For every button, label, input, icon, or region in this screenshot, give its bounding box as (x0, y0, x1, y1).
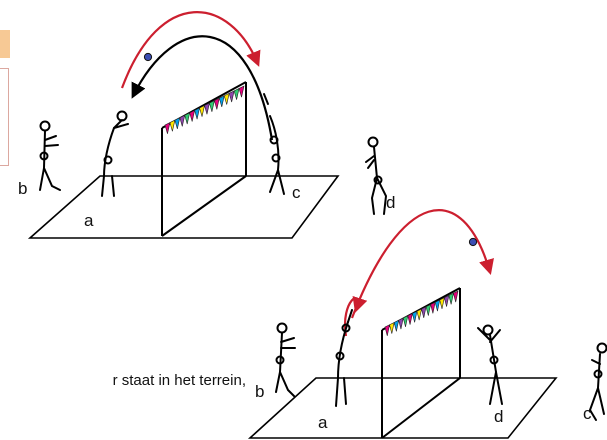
top-red-arc (120, 11, 261, 89)
bottom-net-pennant (448, 292, 454, 305)
top-net-pennant (194, 107, 200, 120)
bottom-net-pennant (434, 299, 441, 312)
bottom-net-pennant (421, 306, 427, 318)
top-net-pennant (179, 114, 186, 127)
bottom-label-b: b (255, 382, 264, 401)
top-net-pennant (184, 112, 191, 125)
bottom-red-loop (343, 295, 368, 337)
top-label-b: b (18, 179, 27, 198)
top-net-bunting (164, 85, 245, 134)
top-net-pennant (218, 95, 225, 108)
top-net-pennant (204, 102, 210, 115)
bottom-net-pennant (430, 301, 436, 314)
top-label-c: c (292, 183, 301, 202)
top-player-c (263, 93, 285, 195)
top-net-pennant (164, 122, 171, 134)
top-player-a (101, 110, 129, 197)
caption-text: r staat in het terrein, (112, 372, 246, 389)
top-net-pennant (223, 92, 230, 105)
top-net-pennant (174, 117, 181, 129)
bottom-label-a: a (318, 413, 328, 432)
top-net-pennant (238, 85, 245, 98)
top-net-pennant (189, 109, 196, 122)
top-net-pennant (214, 97, 220, 110)
top-player-d (365, 136, 388, 215)
bottom-label-c: c (583, 404, 592, 423)
bottom-net (381, 287, 461, 439)
bottom-net-pennant (402, 315, 409, 327)
top-net (161, 81, 247, 237)
bottom-net-pennant (398, 317, 404, 330)
bottom-net-pennant (425, 303, 432, 316)
bottom-net-pennant (443, 294, 450, 307)
bottom-player-b (275, 322, 296, 397)
bottom-net-pennant (384, 324, 390, 336)
bottom-player-d (477, 324, 503, 405)
bottom-net-bunting (384, 290, 459, 336)
top-scene: b a c d (18, 11, 395, 239)
side-tab (0, 30, 10, 58)
bottom-net-pennant (393, 319, 400, 332)
bottom-scene: b a d c (247, 209, 607, 439)
top-court (27, 175, 340, 239)
bottom-net-pennant (416, 308, 422, 321)
bottom-court (247, 377, 558, 439)
top-net-pennant (228, 90, 235, 103)
top-net-pennant (209, 100, 215, 112)
bottom-player-a (335, 309, 353, 407)
bottom-net-pennant (453, 290, 459, 303)
side-panel (0, 68, 9, 166)
top-black-arc (131, 35, 274, 141)
bottom-label-d: d (494, 407, 503, 426)
top-net-pennant (199, 104, 205, 117)
bottom-ball (468, 237, 478, 247)
bottom-red-arc (350, 209, 494, 319)
top-label-d: d (386, 193, 395, 212)
bottom-net-pennant (407, 312, 413, 325)
top-net-pennant (169, 119, 176, 132)
top-label-a: a (84, 211, 94, 230)
top-player-b (39, 120, 61, 191)
top-net-pennant (233, 87, 240, 100)
bottom-net-pennant (412, 310, 418, 323)
top-ball (143, 52, 153, 62)
bottom-net-pennant (439, 297, 445, 309)
bottom-net-pennant (389, 321, 395, 334)
bottom-player-c (588, 342, 607, 421)
